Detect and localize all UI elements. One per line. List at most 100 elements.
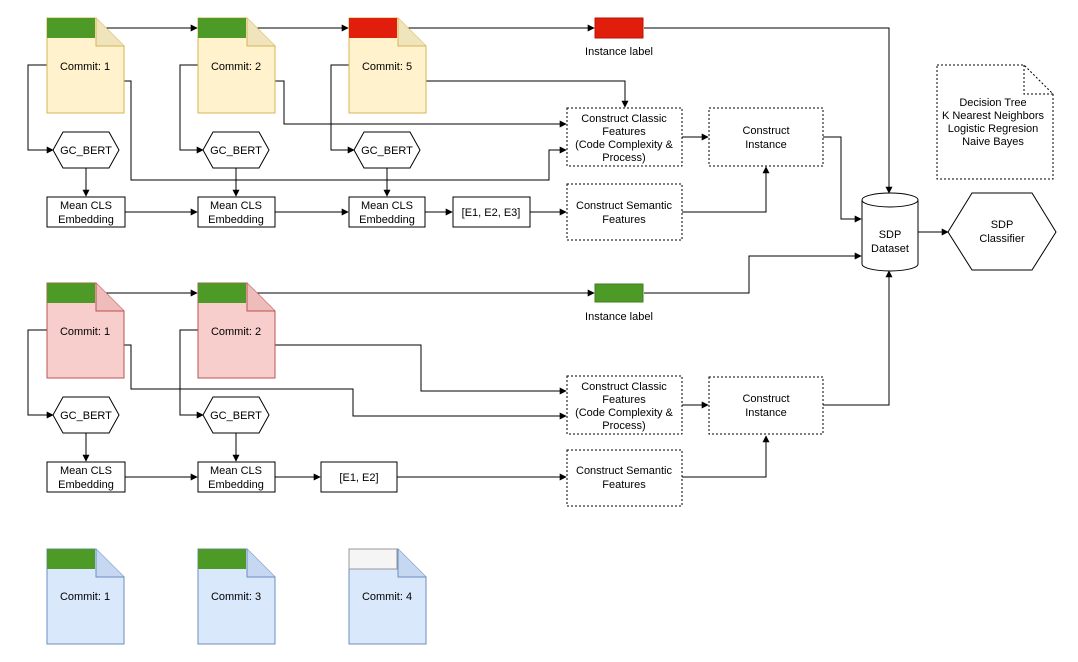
commit-label: Commit: 5 [362, 61, 412, 73]
edge-label-green-dataset [644, 252, 862, 294]
embedding-box-top-3: Mean CLS Embedding [348, 196, 426, 228]
classic-line3: (Code Complexity & [575, 139, 673, 151]
classic-line3: (Code Complexity & [575, 407, 673, 419]
classic-line4: Process) [602, 420, 645, 432]
commit-tab-green [47, 18, 95, 38]
classic-line1: Construct Classic [581, 113, 667, 125]
commit-doc-bottom-3: Commit: 3 [197, 548, 276, 645]
embedding-line1: Mean CLS [210, 200, 262, 212]
classic-features-box-top: Construct Classic Features (Code Complex… [566, 107, 683, 167]
commit-doc-bottom-1: Commit: 1 [46, 548, 125, 645]
model-decision-tree: Decision Tree [959, 97, 1026, 109]
commit-tab-green [47, 549, 95, 569]
vector-label: [E1, E2, E3] [462, 207, 521, 219]
classic-line2: Features [602, 126, 646, 138]
embedding-box-mid-1: Mean CLS Embedding [46, 461, 126, 493]
embedding-box-top-1: Mean CLS Embedding [46, 196, 126, 228]
dataset-line2: Dataset [871, 243, 909, 255]
gc-bert-top-3: GC_BERT [353, 131, 421, 169]
edge-label-red-dataset [644, 27, 893, 194]
classic-line2: Features [602, 394, 646, 406]
construct-instance-box-top: Construct Instance [708, 107, 824, 167]
models-note: Decision Tree K Nearest Neighbors Logist… [936, 64, 1054, 180]
commit-tab-green [198, 549, 246, 569]
commit-label: Commit: 1 [60, 591, 110, 603]
commit-tab-red [349, 18, 397, 38]
classic-line1: Construct Classic [581, 381, 667, 393]
instance-line1: Construct [742, 125, 789, 137]
gc-bert-label: GC_BERT [60, 145, 112, 157]
gc-bert-label: GC_BERT [210, 410, 262, 422]
model-knn: K Nearest Neighbors [942, 110, 1045, 122]
edge-top-c1-classic [124, 80, 567, 181]
edge-mid-c1-classic [124, 344, 567, 420]
vector-box-top: [E1, E2, E3] [452, 196, 531, 228]
instance-label-green [594, 283, 644, 303]
vector-box-mid: [E1, E2] [320, 461, 398, 493]
embedding-line1: Mean CLS [60, 200, 112, 212]
edge-mid-semantic-instance [682, 435, 770, 478]
edge-mid-c2-gcbert [179, 329, 204, 419]
commit-tab-green [47, 283, 95, 303]
classifier-line2: Classifier [979, 233, 1025, 245]
gc-bert-top-1: GC_BERT [52, 131, 120, 169]
embedding-box-top-2: Mean CLS Embedding [197, 196, 276, 228]
edge-top-c5-classic [426, 80, 629, 108]
commit-label: Commit: 1 [60, 61, 110, 73]
commit-tab-green [198, 283, 246, 303]
edge-top-c5-gcbert [330, 64, 355, 154]
edge-top-c2-gcbert [179, 64, 204, 154]
sdp-dataset-cylinder: SDP Dataset [861, 192, 919, 272]
edge-top-c1-gcbert [27, 64, 54, 154]
embedding-line2: Embedding [208, 214, 264, 226]
instance-line2: Instance [745, 139, 787, 151]
gc-bert-mid-2: GC_BERT [202, 396, 270, 434]
semantic-line2: Features [602, 214, 646, 226]
sdp-classifier-hexagon: SDP Classifier [947, 192, 1057, 271]
gc-bert-label: GC_BERT [361, 145, 413, 157]
model-logistic-regression: Logistic Regresion [948, 123, 1039, 135]
model-naive-bayes: Naive Bayes [962, 136, 1024, 148]
semantic-line1: Construct Semantic [576, 465, 672, 477]
commit-label: Commit: 4 [362, 591, 412, 603]
edge-top-instance-dataset [823, 136, 862, 223]
dataset-line1: SDP [879, 229, 902, 241]
instance-line2: Instance [745, 407, 787, 419]
commit-label: Commit: 2 [211, 61, 261, 73]
connectors [27, 24, 949, 481]
gc-bert-label: GC_BERT [210, 145, 262, 157]
semantic-features-box-mid: Construct Semantic Features [566, 449, 683, 507]
commit-label: Commit: 3 [211, 591, 261, 603]
semantic-line2: Features [602, 479, 646, 491]
gc-bert-top-2: GC_BERT [202, 131, 270, 169]
commit-doc-bottom-4: Commit: 4 [348, 548, 427, 645]
gc-bert-label: GC_BERT [60, 410, 112, 422]
instance-label-text-top: Instance label [585, 46, 653, 58]
commit-label: Commit: 1 [60, 326, 110, 338]
construct-instance-box-mid: Construct Instance [708, 376, 824, 435]
embedding-line1: Mean CLS [361, 200, 413, 212]
semantic-features-box-top: Construct Semantic Features [566, 183, 683, 241]
classifier-line1: SDP [991, 219, 1014, 231]
embedding-line1: Mean CLS [210, 465, 262, 477]
instance-line1: Construct [742, 393, 789, 405]
edge-mid-instance-dataset [823, 270, 893, 406]
edge-mid-c1-gcbert [27, 329, 54, 419]
commit-label: Commit: 2 [211, 326, 261, 338]
commit-doc-mid-2: Commit: 2 [197, 282, 276, 379]
commit-tab-white [348, 548, 398, 570]
instance-label-red [594, 17, 644, 39]
embedding-box-mid-2: Mean CLS Embedding [197, 461, 276, 493]
commit-doc-top-1: Commit: 1 [46, 17, 125, 114]
edge-top-c2-classic [274, 80, 567, 128]
instance-label-text-mid: Instance label [585, 311, 653, 323]
embedding-line2: Embedding [208, 479, 264, 491]
embedding-line2: Embedding [58, 479, 114, 491]
semantic-line1: Construct Semantic [576, 200, 672, 212]
embedding-line2: Embedding [58, 214, 114, 226]
commit-doc-mid-1: Commit: 1 [46, 282, 125, 379]
edge-top-semantic-instance [682, 166, 770, 213]
classic-features-box-mid: Construct Classic Features (Code Complex… [566, 375, 683, 435]
edge-mid-c2-classic [274, 344, 567, 395]
